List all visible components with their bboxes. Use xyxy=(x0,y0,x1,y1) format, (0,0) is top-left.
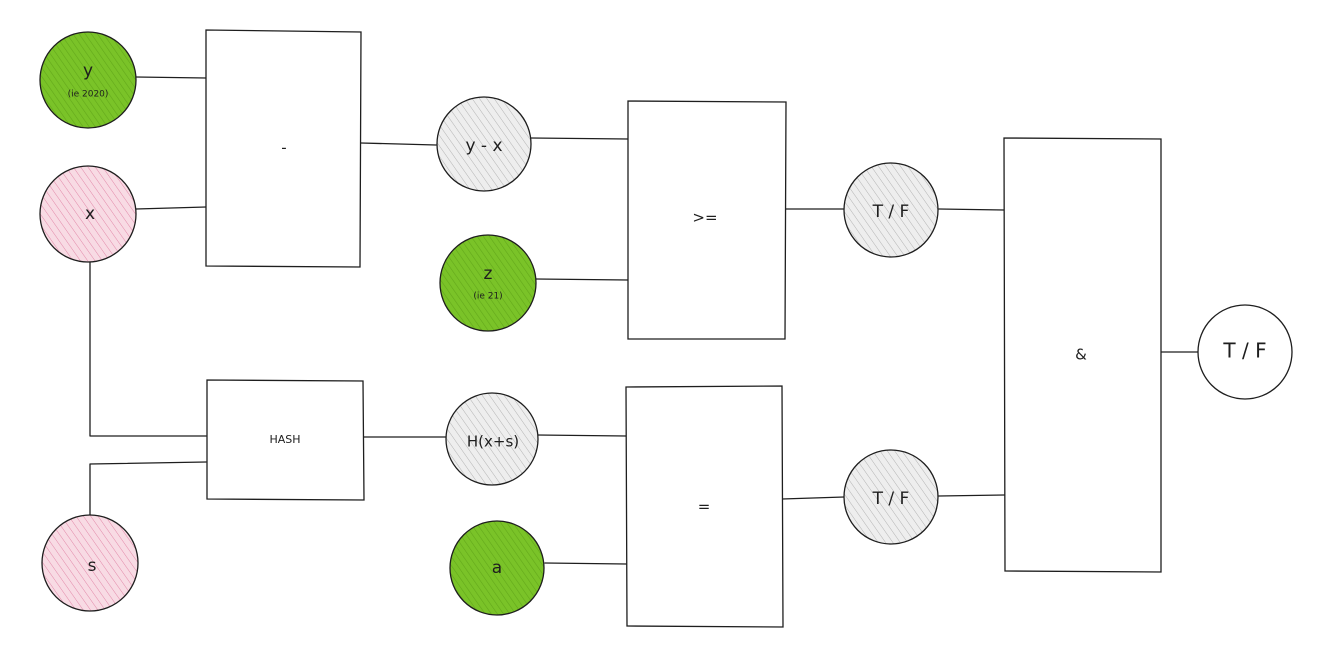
node-y-sublabel: (ie 2020) xyxy=(68,90,109,100)
node-hash-value: H(x+s) xyxy=(445,392,539,486)
node-tf-output: T / F xyxy=(1197,304,1293,400)
wire-s-to-hash xyxy=(89,461,207,516)
wire-y-minus-x-to-ge xyxy=(530,137,629,140)
operator-hash-label: HASH xyxy=(269,433,300,446)
wire-y-to-subtract xyxy=(135,76,207,79)
wire-x-to-hash xyxy=(89,261,207,437)
wire-z-to-ge xyxy=(535,278,629,281)
node-x-label: x xyxy=(85,204,95,224)
operator-and: & xyxy=(1003,137,1162,573)
node-tf-upper: T / F xyxy=(843,162,939,258)
connections xyxy=(89,76,1199,565)
node-tf-lower-label: T / F xyxy=(872,489,910,509)
wire-tf-upper-to-and xyxy=(938,208,1005,211)
operator-greater-equal: >= xyxy=(627,100,787,340)
wire-x-to-subtract xyxy=(135,206,207,210)
node-y: y (ie 2020) xyxy=(39,31,137,129)
node-tf-upper-label: T / F xyxy=(872,202,910,222)
node-hash-value-label: H(x+s) xyxy=(467,433,519,451)
node-s: s xyxy=(41,514,139,612)
operator-equal-label: = xyxy=(698,498,711,516)
node-tf-output-label: T / F xyxy=(1222,339,1266,363)
operator-hash: HASH xyxy=(206,379,365,501)
operator-subtract-label: - xyxy=(281,139,286,157)
node-s-label: s xyxy=(88,556,97,576)
node-a: a xyxy=(449,520,545,616)
node-y-label: y xyxy=(83,61,93,81)
operator-and-label: & xyxy=(1075,346,1087,364)
node-x: x xyxy=(39,165,137,263)
node-y-minus-x-label: y - x xyxy=(465,136,502,156)
wire-eq-to-tf-lower xyxy=(781,496,845,500)
node-tf-lower: T / F xyxy=(843,449,939,545)
wire-h-value-to-eq xyxy=(536,434,627,437)
operator-subtract: - xyxy=(205,29,362,268)
wire-a-to-eq xyxy=(544,562,627,565)
wire-tf-lower-to-and xyxy=(938,494,1005,497)
node-z-sublabel: (ie 21) xyxy=(473,292,502,302)
wire-subtract-to-y-minus-x xyxy=(360,142,437,146)
node-z-label: z xyxy=(484,264,493,284)
node-a-label: a xyxy=(492,558,502,578)
node-z: z (ie 21) xyxy=(439,234,537,332)
node-y-minus-x: y - x xyxy=(436,96,532,192)
operator-equal: = xyxy=(625,385,784,628)
operator-greater-equal-label: >= xyxy=(692,209,717,227)
